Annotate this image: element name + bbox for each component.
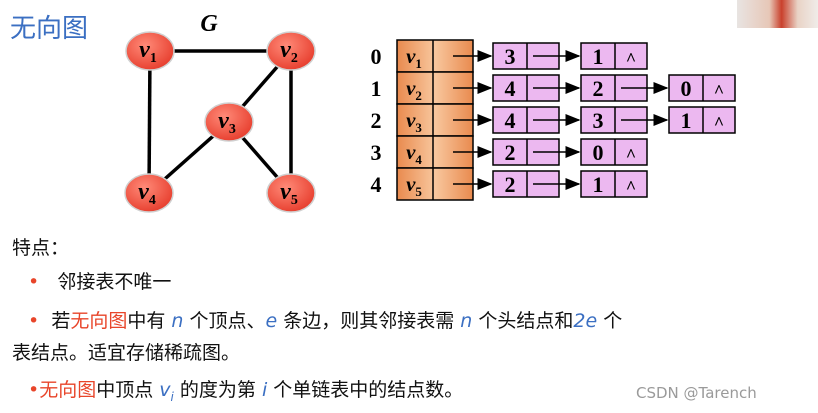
row-index-1: 1: [371, 76, 382, 101]
note-item-2-cont: 表结点。适宜存储稀疏图。: [12, 342, 241, 364]
note-item-2: • 若无向图中有 n 个顶点、e 条边，则其邻接表需 n 个头结点和2e 个: [28, 306, 622, 333]
list-node-value-1-0: 4: [505, 76, 516, 101]
vertex-v4: [124, 173, 174, 213]
head-vertex-label-1: v2: [406, 76, 422, 103]
undirected-graph: Gv1 v2 v3 v4 v5: [124, 11, 316, 213]
list-node-value-4-0: 2: [505, 172, 516, 197]
bullet-icon: •: [28, 310, 40, 332]
list-node-1-2: [668, 74, 736, 102]
row-index-3: 3: [371, 140, 382, 165]
note-2-text-h: 个: [597, 310, 623, 332]
list-node-value-4-1: 1: [593, 172, 604, 197]
vertex-v3: [204, 102, 254, 142]
note-2-var-2e: 2e: [573, 310, 598, 332]
note-item-1: • 邻接表不唯一: [28, 267, 171, 294]
head-vertex-label-0: v1: [406, 44, 422, 71]
row-index-2: 2: [371, 108, 382, 133]
list-node-value-1-2: 0: [681, 76, 692, 101]
list-node-value-0-0: 3: [505, 44, 516, 69]
note-2-text-c: 中有: [127, 310, 172, 332]
note-2-var-n: n: [171, 310, 184, 332]
presenter-video-thumbnail: [737, 0, 818, 28]
note-item-3: •无向图中顶点 vi 的度为第 i 个单链表中的结点数。: [28, 375, 463, 404]
head-vertex-label-2: v3: [406, 108, 422, 135]
null-pointer-icon: ^: [626, 177, 636, 197]
note-3-term: 无向图: [39, 379, 97, 401]
list-node-0-1: [580, 42, 648, 70]
vertex-v2: [266, 31, 316, 71]
list-node-value-2-0: 4: [505, 108, 516, 133]
list-node-4-1: [580, 170, 648, 198]
list-node-value-3-1: 0: [593, 140, 604, 165]
vertex-label-v3: v3: [218, 108, 236, 137]
vertex-v5: [266, 173, 316, 213]
note-2-text-f: 条边，则其邻接表需: [277, 310, 461, 332]
bullet-icon: •: [28, 271, 40, 293]
note-2-text-a: 若: [51, 310, 71, 332]
head-vertex-label-4: v5: [406, 172, 422, 199]
note-2-text-d: 个顶点、: [183, 310, 266, 332]
row-index-4: 4: [371, 172, 382, 197]
null-pointer-icon: ^: [626, 49, 636, 69]
row-index-0: 0: [371, 44, 382, 69]
list-node-value-0-1: 1: [593, 44, 604, 69]
note-2-term: 无向图: [70, 310, 128, 332]
list-node-2-2: [668, 106, 736, 134]
notes-heading: 特点：: [12, 237, 70, 259]
list-node-value-2-1: 3: [593, 108, 604, 133]
list-node-2-0: [492, 106, 560, 134]
note-2-text-g: 个头结点和: [472, 310, 574, 332]
null-pointer-icon: ^: [714, 81, 724, 101]
adjacency-list: 0 v1 3 1 ^ 1 v2 4 2 0 ^ 2 v3 4 3 1 ^ 3 v4 2 0 ^ 4 v5 2 1 ^: [371, 39, 736, 201]
null-pointer-icon: ^: [714, 113, 724, 133]
note-3-var-v: v: [159, 379, 171, 401]
list-node-value-3-0: 2: [505, 140, 516, 165]
vertex-label-v1: v1: [139, 37, 157, 66]
bullet-icon: •: [28, 379, 40, 401]
graph-edge-v1-v4: [147, 50, 152, 194]
graph-label: G: [200, 11, 218, 37]
note-3-var-i-sub: i: [170, 389, 174, 404]
null-pointer-icon: ^: [626, 145, 636, 165]
list-node-value-2-2: 1: [681, 108, 692, 133]
note-1-text: 邻接表不唯一: [57, 271, 172, 293]
watermark: CSDN @Tarench: [636, 384, 757, 402]
head-vertex-label-3: v4: [406, 140, 422, 167]
note-2-var-e: e: [265, 310, 278, 332]
note-3-var-i: i: [261, 379, 268, 401]
note-3-text-b: 中顶点: [96, 379, 160, 401]
list-node-3-1: [580, 138, 648, 166]
vertex-label-v5: v5: [280, 179, 298, 208]
page-title: 无向图: [10, 14, 89, 44]
vertex-label-v4: v4: [138, 179, 156, 208]
vertex-v1: [125, 31, 175, 71]
note-3-text-d: 个单链表中的结点数。: [267, 379, 464, 401]
note-2-var-n2: n: [460, 310, 473, 332]
note-3-text-c: 的度为第: [173, 379, 262, 401]
vertex-label-v2: v2: [280, 37, 298, 66]
list-node-value-1-1: 2: [593, 76, 604, 101]
